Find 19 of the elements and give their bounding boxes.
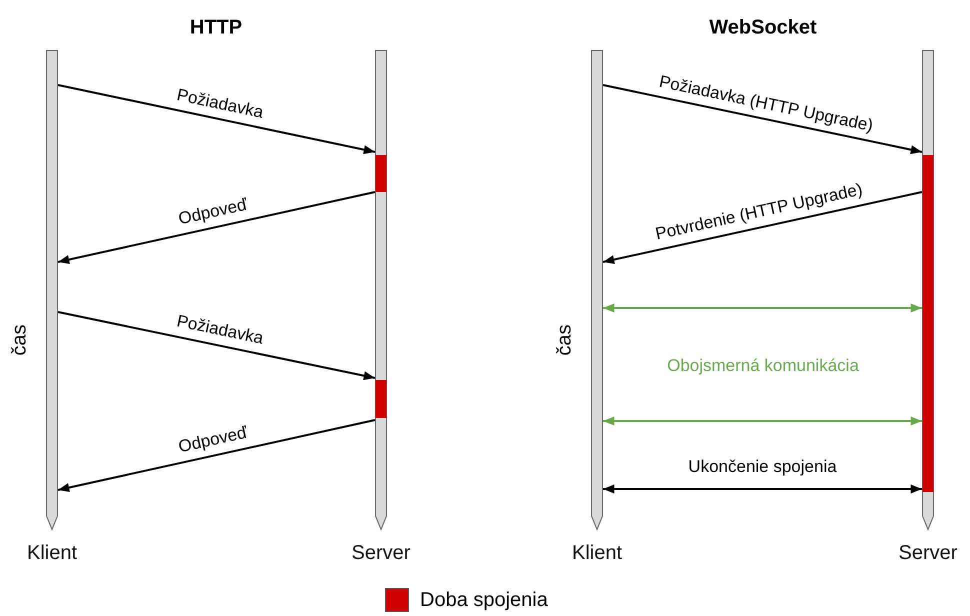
arrow: [58, 419, 376, 492]
annotation-text: Obojsmerná komunikácia: [667, 356, 859, 376]
arrow: [58, 311, 376, 380]
arrow: [603, 304, 922, 312]
panel-title: HTTP: [190, 16, 242, 40]
arrow: [58, 191, 376, 264]
lifeline-label: Klient: [572, 542, 622, 565]
arrow: [603, 484, 922, 494]
arrow: [58, 84, 376, 154]
lifeline-label: Server: [898, 542, 958, 565]
arrow: [602, 191, 922, 264]
lifeline-label: Server: [352, 542, 410, 565]
arrow: [602, 84, 922, 154]
panel-title: WebSocket: [709, 16, 817, 40]
axis-label: čas: [8, 324, 32, 356]
lifeline-label: Klient: [26, 542, 78, 565]
legend-text: Doba spojenia: [420, 589, 548, 612]
arrow: [603, 416, 922, 426]
axis-label: čas: [554, 324, 576, 356]
